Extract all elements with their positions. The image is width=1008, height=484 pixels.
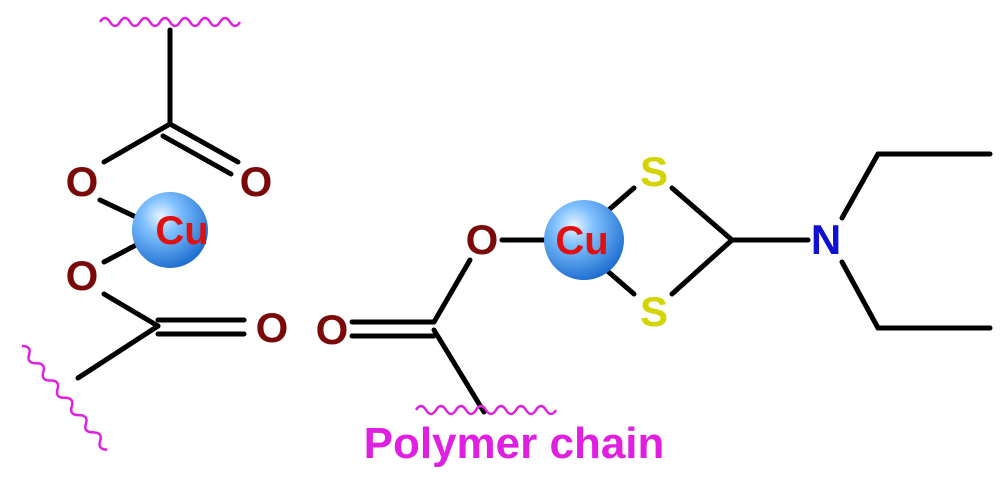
left-top-polymer-wavy-line	[98, 16, 242, 28]
left-bottom-ester-oxygen: O	[66, 252, 99, 299]
left-copper-label: Cu	[155, 209, 208, 253]
right-nitrogen: N	[811, 216, 841, 263]
left-o-cu-bond-bottom	[101, 241, 141, 265]
right-top-sulfur: S	[640, 148, 668, 195]
right-bottom-sulfur: S	[640, 288, 668, 335]
right-ester-oxygen: O	[466, 216, 499, 263]
right-o-c-bond	[431, 257, 473, 325]
right-s-bottom-c-bond	[669, 237, 735, 297]
left-o-cu-bond-top	[97, 197, 141, 221]
right-n-ethyl-bottom-bond-1	[839, 259, 881, 331]
right-copper-label: Cu	[555, 219, 608, 263]
left-top-c-o-single-bond	[101, 121, 173, 165]
left-top-c-o-double-bond-1	[167, 121, 241, 165]
left-top-c-o-double-bond-2	[160, 133, 234, 177]
left-top-carbonyl-oxygen: O	[240, 158, 273, 205]
polymer-chain-caption: Polymer chain	[364, 419, 665, 468]
right-copper-sphere	[544, 200, 624, 280]
left-copper-sphere	[132, 192, 208, 268]
right-chain-bond	[431, 327, 487, 415]
right-n-ethyl-top-bond-1	[839, 151, 881, 221]
right-copper-dithiocarbamate: O O Cu S S N	[316, 148, 993, 416]
right-cu-s-bottom-bond	[601, 265, 637, 297]
left-bottom-polymer-wavy-line	[21, 344, 108, 451]
left-bottom-carbonyl-oxygen: O	[256, 304, 289, 351]
left-copper-carboxylate: O O Cu O O	[21, 16, 289, 451]
right-s-top-c-bond	[669, 185, 735, 243]
left-bottom-o-c-bond	[101, 291, 161, 329]
left-top-ester-oxygen: O	[66, 158, 99, 205]
right-carbonyl-oxygen: O	[316, 306, 349, 353]
left-bottom-chain-bond	[75, 323, 161, 381]
right-polymer-wavy-line	[414, 404, 558, 416]
